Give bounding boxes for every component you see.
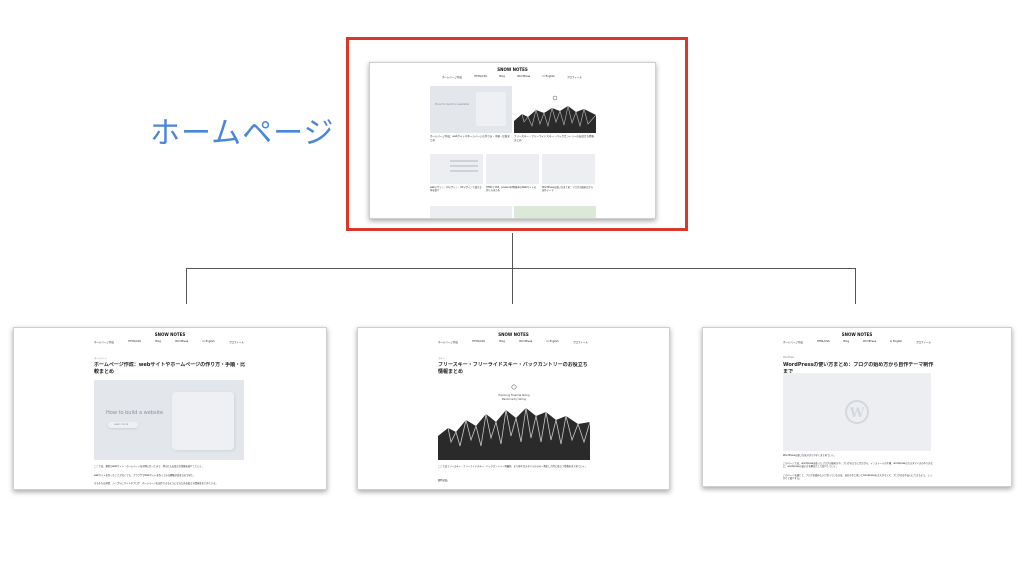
body-text: ここではフリースキー・フリーライドスキー・バックカントリー等最新、より様々なスタ… [438,465,588,468]
child-page-wordpress[interactable]: SNOW NOTES ホームページ作成 HTML/CSS Blog WordPr… [702,327,1012,487]
body-text: ここでは、筆者がwebサイト・ホームページを実際に作ってみて、得られたお役立ち情… [94,465,204,468]
image-caption: Exploring Freeride Skiing [498,394,530,397]
nav-item[interactable]: Blog [499,75,505,78]
body-text: webサイトを作ったことがなくても、ブラウザでWebサイトを作ってみる経験が出来… [94,474,196,477]
mountain-range [438,407,590,460]
nav-item[interactable]: HTML/CSS [816,340,830,343]
nav-item[interactable]: ホームページ作成 [94,341,114,344]
card-image-html[interactable] [486,154,539,184]
site-title: SNOW NOTES [498,332,529,337]
nav-item[interactable]: ホームページ作成 [783,341,803,344]
category-label[interactable]: スキー [438,357,445,360]
page-title: フリースキー・フリーライドスキー・バックカントリーのお役立ち情報まとめ [438,362,588,375]
site-nav: ホームページ作成 HTML/CSS Blog WordPress in Engl… [438,340,588,344]
wordpress-logo-icon: W [845,400,869,424]
card-image-design[interactable] [430,154,483,184]
child-page-homepage-creation[interactable]: SNOW NOTES ホームページ作成 HTML/CSS Blog WordPr… [13,327,327,490]
nav-item[interactable]: in English [546,340,559,343]
nav-item[interactable]: Blog [843,340,850,343]
card-image-partial[interactable] [514,206,596,218]
site-nav: ホームページ作成 HTML/CSS Blog WordPress in Engl… [783,340,931,344]
nav-item[interactable]: HTML/CSS [474,75,487,78]
homepage-screenshot[interactable]: SNOW NOTES ホームページ作成 HTML/CSS Blog WordPr… [369,62,656,219]
nav-item[interactable]: WordPress [517,75,531,78]
card-title[interactable]: WordPressの使い方まとめ：ブログの始め方から自作テーマ [542,186,593,193]
image-caption: Backcountry Skiing [501,398,527,401]
homepage-highlight-box [346,37,688,231]
category-label[interactable]: WordPress [783,356,795,359]
nav-item[interactable]: ホームページ作成 [438,341,458,344]
card-title[interactable]: HTMLとCSS、Javascript等基本のWebサイトの作り方まとめ [486,186,537,193]
card-image-partial[interactable] [430,206,512,218]
homepage-label: ホームページ [150,116,335,151]
nav-item[interactable]: プロフィール [572,341,588,344]
site-title: SNOW NOTES [497,67,528,72]
connector-horizontal [186,268,856,269]
nav-item[interactable]: Blog [155,340,161,343]
image-button: Learn more [108,422,138,428]
body-text: そもそもの前提、シンプルにサイトやブログ・ホームページを自作できるようになるため… [94,482,218,485]
site-nav: ホームページ作成 HTML/CSS Blog WordPress in Engl… [442,75,582,79]
body-text: このページを通じて、ブログを始めたいと思っている方は、自分の手に取ってwordp… [783,474,933,480]
article-image-mountain: Exploring Freeride Skiing Backcountry Sk… [438,380,590,460]
card-title[interactable]: フリースキー・フリーライドスキー・バックカントリーのお役立ち情報まとめ [514,135,594,142]
nav-item[interactable]: in English [202,340,215,343]
page-title: WordPressの使い方まとめ：ブログの始め方から自作テーマ制作まで [783,362,934,375]
image-panel [172,392,234,450]
card-title[interactable]: ホームページ作成：webサイトやホームページの作り方・手順・比較まとめ [430,135,510,142]
placeholder-bar [450,165,478,167]
nav-item[interactable]: WordPress [519,340,533,343]
connector-vertical-root [512,233,513,269]
site-title: SNOW NOTES [841,332,873,337]
nav-item[interactable]: Blog [499,340,505,343]
mountain-graphic [511,384,517,390]
image-button-label: Learn more [114,423,129,426]
article-image-wordpress: W [783,373,931,451]
connector-vertical-center [512,268,513,304]
site-nav: ホームページ作成 HTML/CSS Blog WordPress in Engl… [94,340,244,344]
nav-item[interactable]: プロフィール [228,341,244,344]
nav-item[interactable]: プロフィール [566,76,582,79]
placeholder-bar [450,170,478,172]
article-image: How to build a website Learn more [94,380,244,460]
card-title[interactable]: webデザイン・UIデザイン・UXデザインで使える本を紹介 [430,186,482,193]
nav-item[interactable]: in English [542,75,555,78]
image-text: How to build a website [106,410,164,416]
card-image-panel [476,92,506,126]
body-text: WordPressの使い方を分かりやすくまとめていく。 [783,454,837,457]
nav-item[interactable]: ホームページ作成 [442,76,462,79]
site-title: SNOW NOTES [154,332,186,337]
card-image-mountain[interactable] [514,86,597,133]
body-text: このページでは、wordpressを使ったブログの始め方や、ブログの立ち上げ方か… [783,462,933,468]
nav-item[interactable]: HTML/CSS [128,340,141,343]
card-image-website[interactable]: How to build a website [430,86,512,133]
nav-item[interactable]: プロフィール [916,341,931,344]
placeholder-bar [450,160,478,162]
nav-item[interactable]: in English [889,340,903,343]
nav-item[interactable]: WordPress [175,340,189,343]
nav-item[interactable]: WordPress [863,340,877,343]
category-label[interactable]: ホームページ [94,357,108,360]
nav-item[interactable]: HTML/CSS [472,340,485,343]
mountain-graphic [514,95,597,133]
svg-text:W: W [849,406,865,421]
page-title: ホームページ作成：webサイトやホームページの作り方・手順・比較まとめ [94,362,246,375]
body-text: 随時追加。 [438,479,450,482]
connector-vertical-left [186,268,187,304]
child-page-freeride-ski[interactable]: SNOW NOTES ホームページ作成 HTML/CSS Blog WordPr… [357,327,670,490]
card-image-wordpress[interactable] [542,154,595,184]
card-image-text: How to build a website [435,102,470,106]
connector-vertical-right [855,268,856,304]
